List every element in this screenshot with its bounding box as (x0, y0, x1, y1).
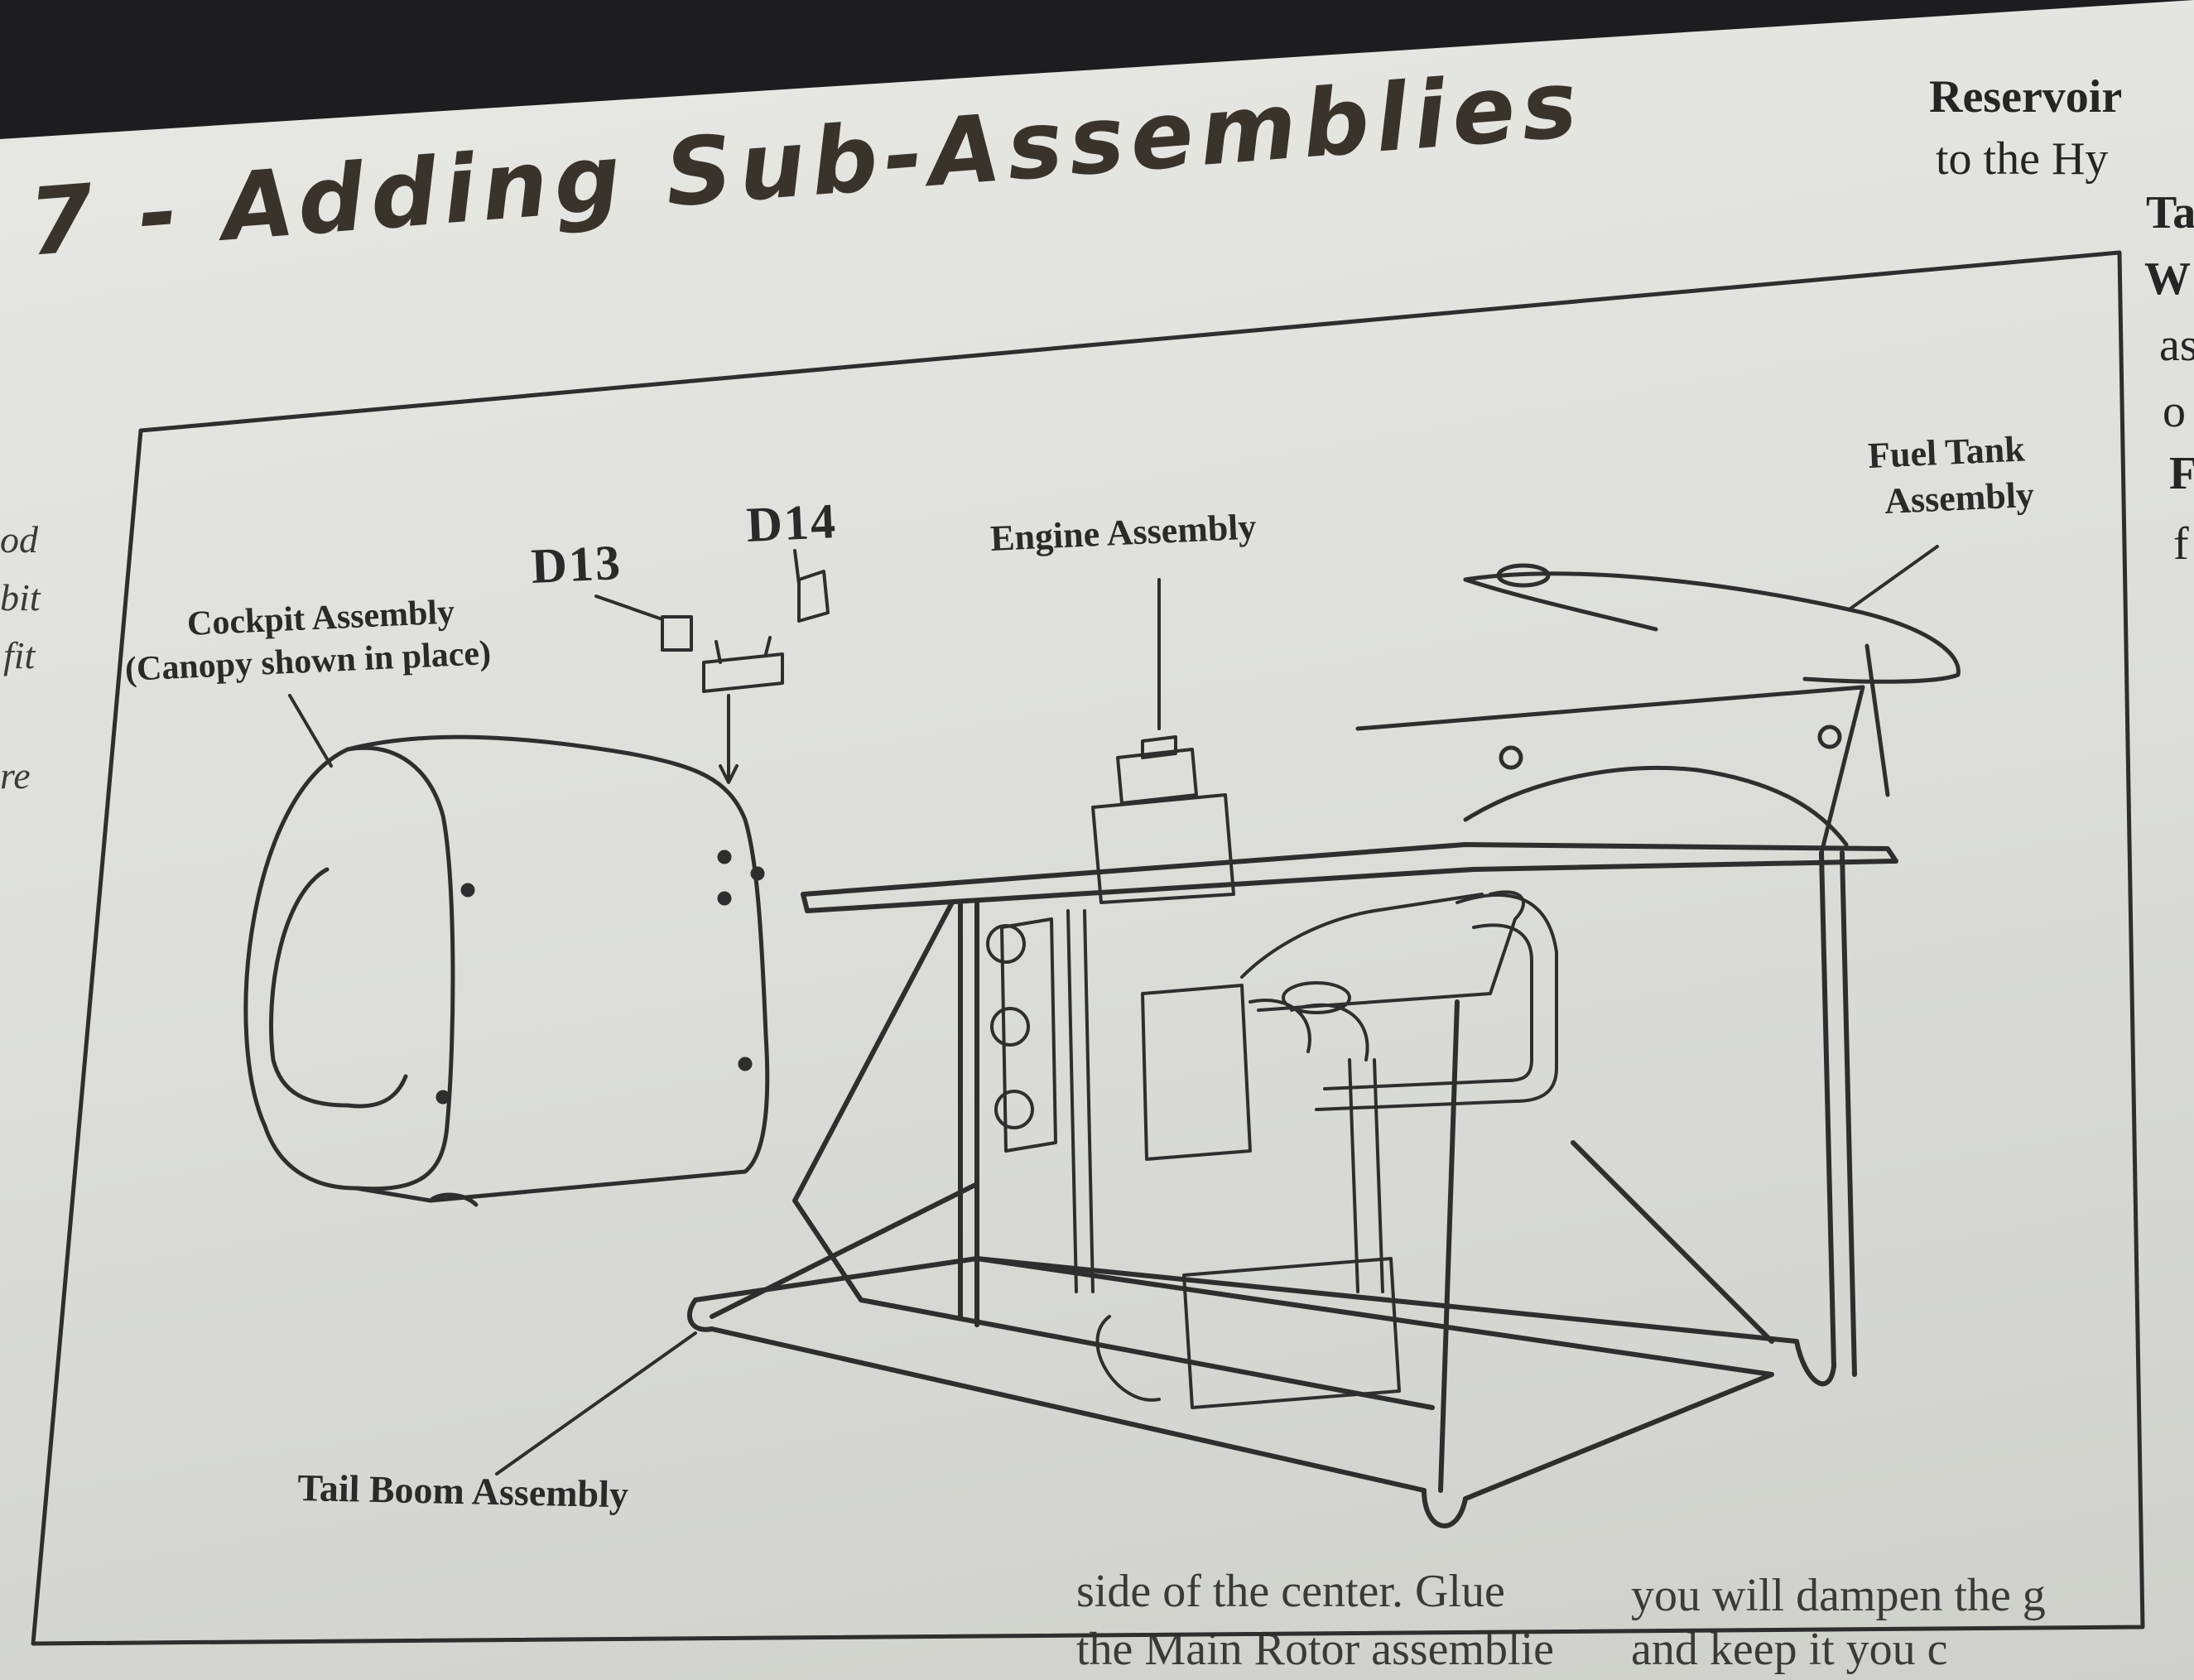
small-parts-drawing (594, 549, 830, 784)
fuel-tank-label: Fuel Tank (1867, 428, 2026, 476)
cockpit-canopy-drawing (243, 734, 770, 1207)
d13-label: D13 (530, 535, 623, 594)
left-margin-fragment: re (0, 754, 31, 797)
left-margin-fragment: od (0, 518, 38, 561)
left-margin-fragment: bit (0, 576, 41, 619)
right-column-line: F (2169, 448, 2194, 499)
leader-lines (288, 545, 1939, 1475)
right-column-line: as (2159, 320, 2194, 371)
right-column-line: o (2163, 386, 2186, 437)
footer-text: you will dampen the g (1631, 1570, 2046, 1621)
right-column-line: W (2144, 253, 2191, 305)
tail-boom-assembly-label: Tail Boom Assembly (296, 1466, 629, 1516)
fuel-tank-drawing (1355, 563, 1961, 855)
right-column-line: to the Hy (1936, 133, 2109, 185)
tail-boom-frame-drawing (686, 842, 1898, 1528)
engine-drawing (986, 735, 1558, 1409)
d14-label: D14 (745, 493, 839, 552)
right-column-line: Reservoir (1929, 71, 2123, 123)
fuel-tank-label-line2: Assembly (1884, 474, 2035, 522)
right-column-line: Ta (2146, 187, 2194, 238)
figure-frame (31, 250, 2145, 1646)
right-column-line: f (2173, 518, 2189, 570)
left-margin-fragment: fit (3, 634, 36, 676)
footer-text: side of the center. Glue (1076, 1566, 1505, 1617)
